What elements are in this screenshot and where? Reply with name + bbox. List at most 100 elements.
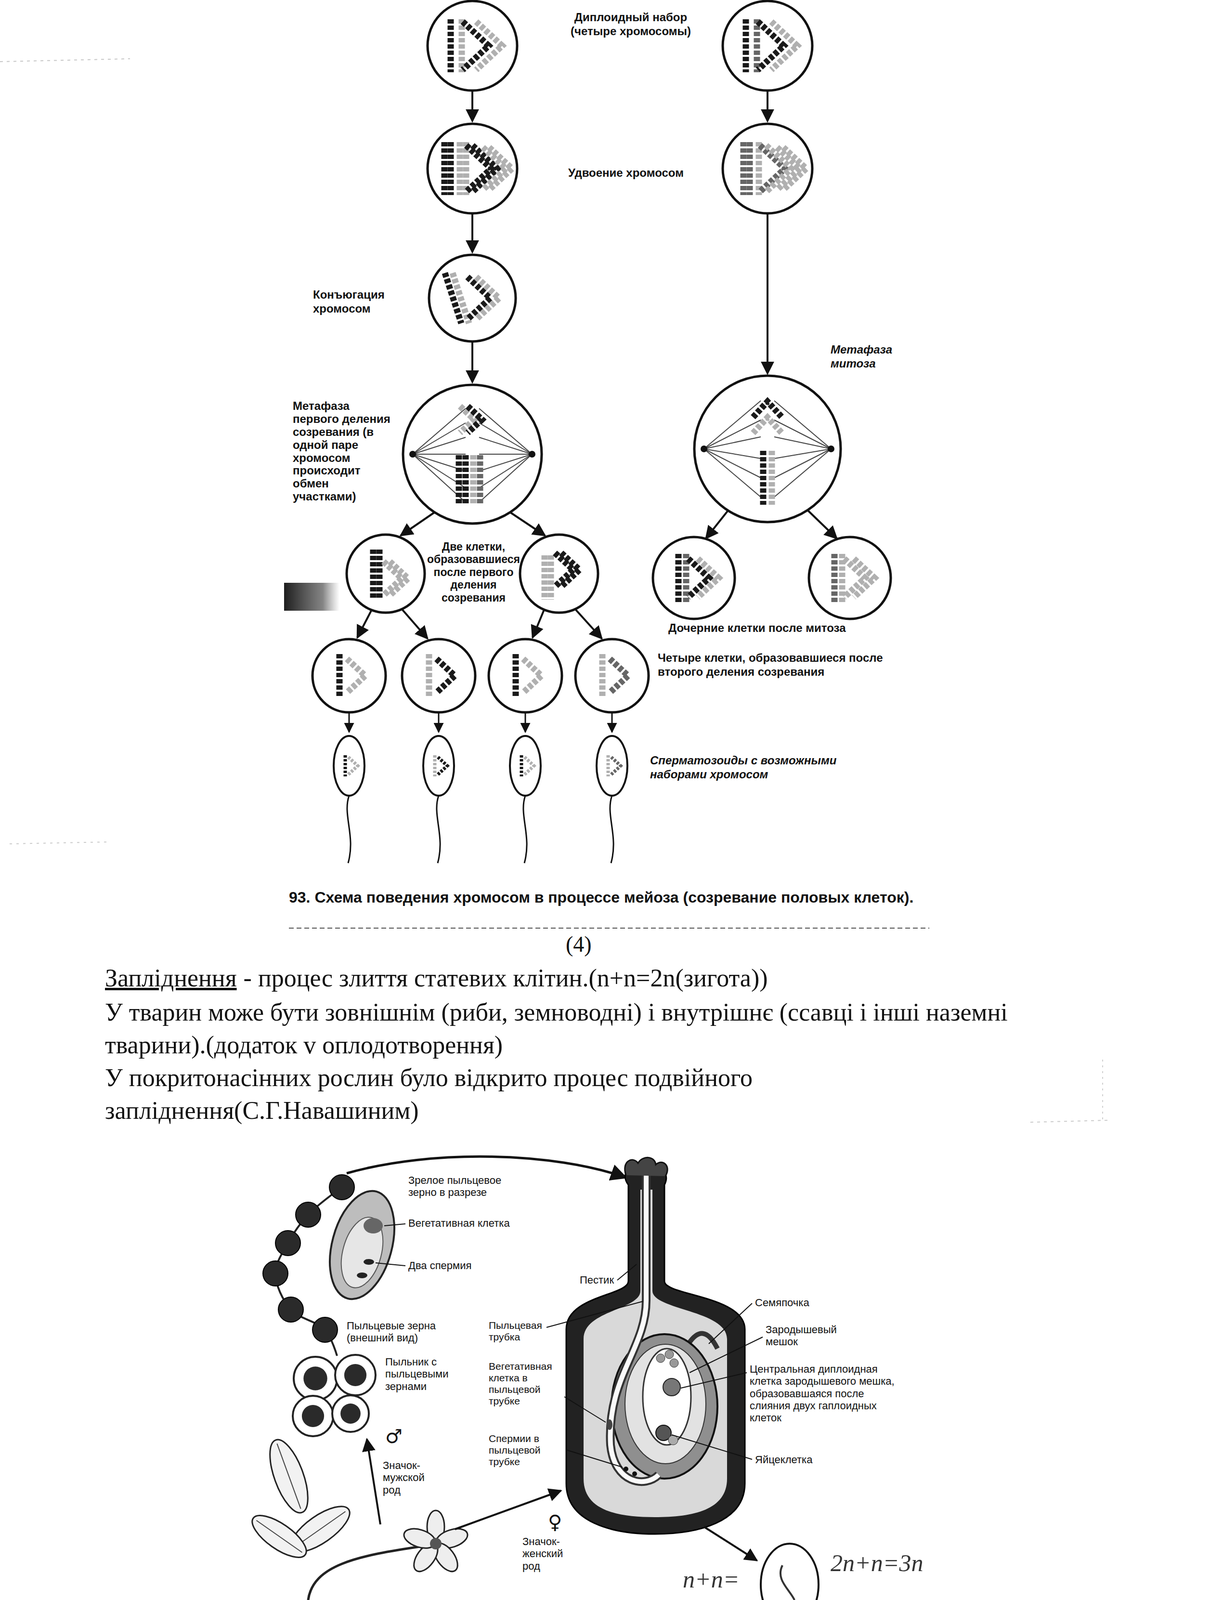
chromosome — [523, 658, 542, 693]
arrow — [455, 1490, 561, 1529]
embryo — [780, 1564, 795, 1600]
sperm-tail — [523, 795, 527, 863]
chromosome — [437, 756, 447, 775]
page-number-box: (4) — [565, 933, 592, 956]
part-label: Пыльцевые зерна (внешний вид) — [346, 1319, 463, 1344]
chromosome — [470, 455, 477, 504]
chromosome — [599, 653, 606, 698]
sperm-tail — [436, 795, 441, 863]
chromosome — [456, 142, 464, 196]
part-label-box: Семяпочка — [754, 1296, 810, 1309]
stage-label: Диплоидный набор (четыре хромосомы) — [558, 10, 703, 39]
antipodal-cell — [656, 1353, 665, 1363]
cell — [722, 123, 813, 214]
chromosome — [611, 756, 621, 775]
stage-label-box: Две клетки, образовавшиеся после первого… — [426, 540, 521, 604]
leaf — [261, 1434, 316, 1518]
part-label-box: Яйцеклетка — [754, 1453, 813, 1466]
part-label-box: Вегетативная клетка — [408, 1216, 510, 1230]
part-label: Значок- мужской род — [382, 1458, 439, 1496]
leader-line — [617, 1263, 637, 1280]
arrow — [766, 91, 769, 122]
chromosome — [610, 658, 629, 693]
sex-symbol: ♀ — [547, 1511, 562, 1532]
spindle-pole — [528, 450, 536, 458]
leader-line — [288, 927, 930, 929]
stage-label-box: Метафаза митоза — [830, 342, 898, 371]
chromosome — [746, 142, 754, 196]
body-text: У тварин може бути зовнішнім (риби, земн… — [104, 995, 1068, 1062]
stem — [308, 1545, 424, 1600]
leader-line — [1030, 1119, 1108, 1122]
cell — [808, 536, 891, 619]
cell — [722, 0, 813, 91]
chromosome — [433, 754, 437, 777]
stage-label-box: Сперматозоиды с возможными наборами хром… — [650, 753, 853, 782]
arrow — [471, 214, 474, 253]
cell — [575, 638, 649, 713]
chromosome — [477, 455, 484, 504]
part-label: Пыльцевая трубка — [488, 1319, 561, 1343]
cell — [402, 638, 476, 713]
arrow — [703, 1526, 757, 1561]
leader-line — [412, 437, 466, 455]
cell — [312, 638, 386, 713]
leader-line — [546, 1301, 643, 1328]
chromosome — [520, 754, 524, 777]
body-text: - процес злиття статевих клітин.(n+n=2n(… — [243, 962, 768, 993]
sex-symbol-box: ♀ — [547, 1511, 562, 1532]
leader-line — [703, 419, 761, 449]
page-number: (4) — [565, 933, 592, 956]
cell — [520, 534, 599, 613]
arrow — [508, 511, 546, 536]
sex-symbol: ♂ — [385, 1426, 403, 1446]
chromosome — [347, 658, 366, 693]
central-cell — [663, 1378, 681, 1396]
chromosome — [541, 555, 548, 600]
part-label: Пестик — [579, 1273, 614, 1287]
part-label: Вегетативная клетка в пыльцевой трубке — [488, 1360, 561, 1407]
part-label: Яйцеклетка — [754, 1453, 813, 1466]
chromosome — [771, 21, 798, 70]
pollen-grain — [278, 1296, 304, 1322]
anther-lobe — [293, 1356, 338, 1400]
part-label-box: Значок- женский род — [522, 1535, 571, 1572]
chromosome — [447, 19, 455, 73]
handwritten-note-box: 2n+n=3n — [830, 1549, 924, 1576]
spindle-pole — [827, 445, 835, 453]
chromosome — [476, 21, 503, 70]
arrow — [366, 1438, 381, 1524]
leader-line — [703, 436, 761, 449]
antipodal-cell — [664, 1349, 674, 1359]
chromosome — [447, 142, 455, 196]
arrow — [471, 342, 474, 383]
pollen-grain — [262, 1260, 288, 1286]
arrow — [524, 713, 527, 732]
arrow — [766, 214, 769, 374]
sperm-tail — [610, 795, 614, 863]
chromosome — [441, 142, 448, 196]
arrow — [357, 609, 372, 638]
stage-label: Конъюгация хромосом — [312, 287, 410, 316]
stage-label: Четыре клетки, образовавшиеся после втор… — [657, 650, 899, 679]
chromosome — [426, 653, 433, 698]
pollen-grain — [295, 1201, 321, 1227]
body-text-box: - процес злиття статевих клітин.(n+n=2n(… — [243, 962, 768, 993]
chromosome — [697, 558, 719, 598]
part-label: Два спермия — [408, 1259, 472, 1272]
term-box: Запліднення — [104, 962, 237, 993]
anther-lobe — [335, 1354, 376, 1395]
chromosome — [458, 19, 466, 73]
flower-center — [429, 1537, 442, 1549]
leader-line — [479, 422, 533, 455]
cell — [694, 375, 841, 522]
arrow — [705, 510, 729, 539]
pollen-grain — [329, 1174, 355, 1200]
leaf-vein — [276, 1443, 301, 1509]
stage-label-box: Метафаза первого деления созревания (в о… — [292, 399, 392, 504]
part-label: Зрелое пыльцевое зерно в разрезе — [408, 1173, 510, 1199]
chromosome — [467, 406, 482, 433]
part-label-box: Зародышевый мешок — [765, 1323, 848, 1348]
anther-pollen — [303, 1366, 328, 1391]
anther-pollen — [301, 1404, 325, 1427]
